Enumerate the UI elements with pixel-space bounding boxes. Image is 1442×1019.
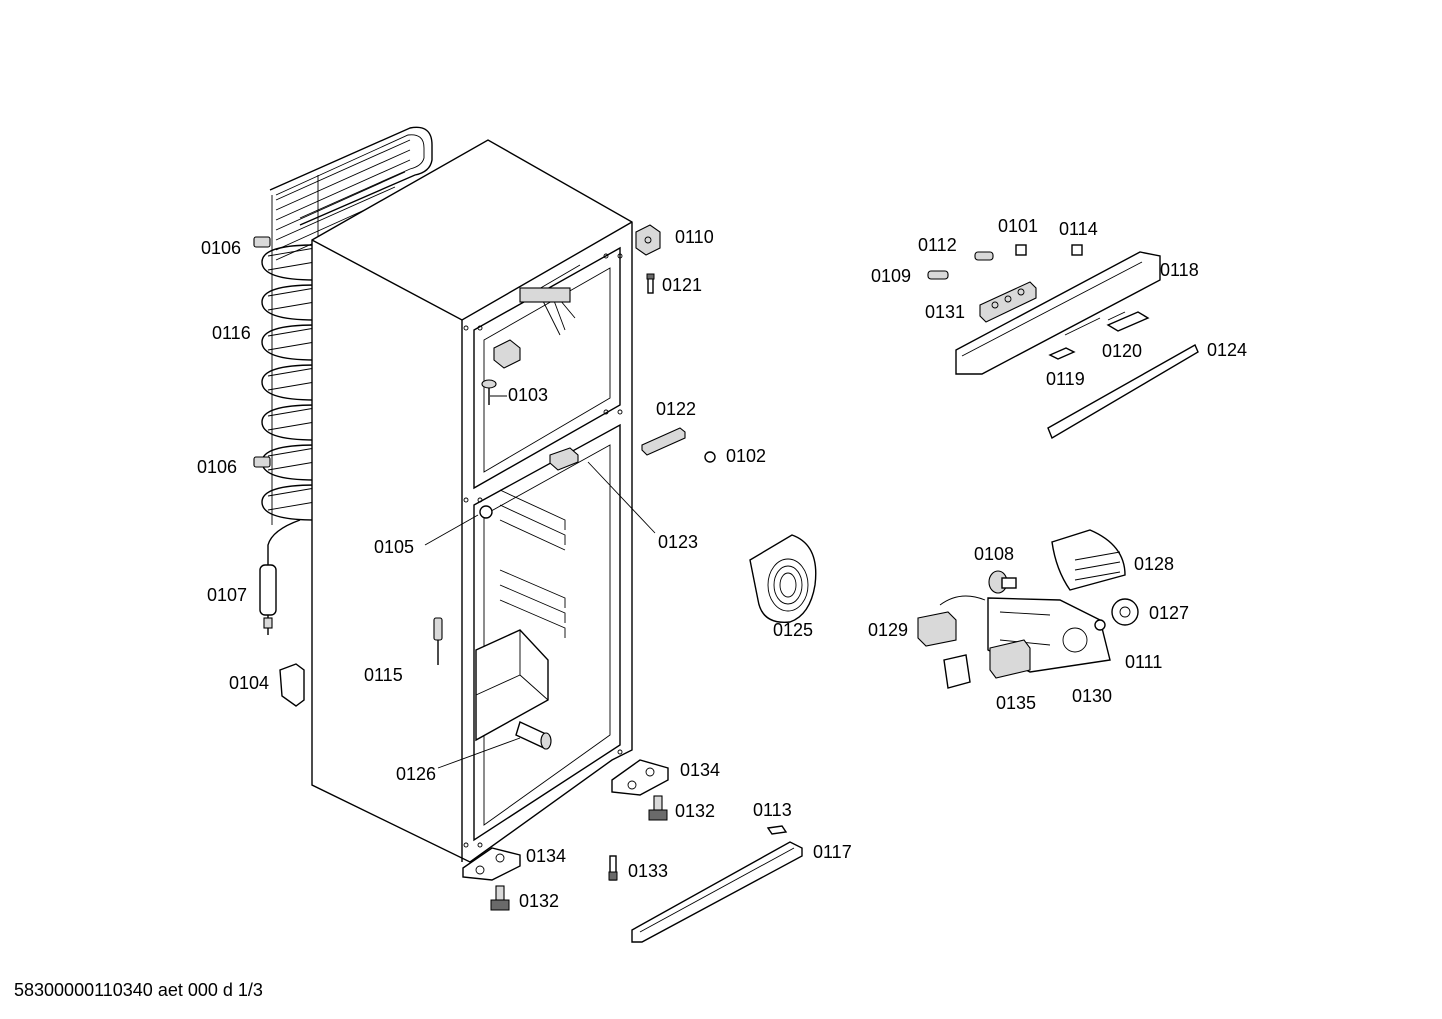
lamp-0108 xyxy=(988,570,1017,594)
part-label-0114: 0114 xyxy=(1059,219,1098,239)
part-label-0104: 0104 xyxy=(229,673,270,693)
fan-cover-0125 xyxy=(749,534,817,624)
part-label-0119: 0119 xyxy=(1046,369,1085,389)
part-label-0128: 0128 xyxy=(1134,554,1175,574)
label-0120 xyxy=(1106,311,1150,332)
part-label-0102: 0102 xyxy=(726,446,767,466)
switch-0101 xyxy=(1015,244,1027,256)
dryer-filter xyxy=(259,564,277,635)
knob-0112 xyxy=(974,251,994,261)
trim-strip-0124 xyxy=(1047,344,1199,440)
pin-0133 xyxy=(608,855,618,881)
part-label-0117: 0117 xyxy=(813,842,852,862)
switch-0135 xyxy=(943,639,1031,689)
foot-0132-bottom xyxy=(490,885,510,911)
part-label-0130: 0130 xyxy=(1072,686,1113,706)
lamp-holder-0123 xyxy=(549,447,579,471)
lamp-0114 xyxy=(1071,244,1083,256)
part-label-0132-right: 0132 xyxy=(675,801,716,821)
part-label-0124: 0124 xyxy=(1207,340,1248,360)
part-label-0107: 0107 xyxy=(207,585,248,605)
condenser-coil xyxy=(253,126,433,565)
part-label-0120: 0120 xyxy=(1102,341,1143,361)
part-label-0106-top: 0106 xyxy=(201,238,242,258)
cap-0102 xyxy=(704,451,716,463)
part-label-0125: 0125 xyxy=(773,620,814,640)
part-label-0134-bottom: 0134 xyxy=(526,846,567,866)
part-label-0111: 0111 xyxy=(1125,652,1163,672)
fan-housing-0128 xyxy=(1051,529,1126,591)
part-label-0129: 0129 xyxy=(868,620,909,640)
part-label-0115: 0115 xyxy=(364,665,403,685)
plate-0122 xyxy=(641,427,686,456)
part-label-0123: 0123 xyxy=(658,532,699,552)
part-label-0112: 0112 xyxy=(918,235,957,255)
part-label-0101: 0101 xyxy=(998,216,1039,236)
wiring-0129 xyxy=(917,595,986,647)
drain-0126 xyxy=(515,721,552,750)
hinge-0110 xyxy=(635,224,661,256)
foot-0132-right xyxy=(648,795,668,821)
leader-lines xyxy=(424,395,656,769)
clip-0111 xyxy=(1094,619,1106,631)
thermometer-0115 xyxy=(433,617,443,665)
part-label-0121: 0121 xyxy=(662,275,703,295)
part-label-0109: 0109 xyxy=(871,266,912,286)
part-label-0113: 0113 xyxy=(753,800,792,820)
knob-0109 xyxy=(927,270,949,280)
part-label-0127: 0127 xyxy=(1149,603,1190,623)
label-0119 xyxy=(1048,347,1076,360)
part-label-0108: 0108 xyxy=(974,544,1015,564)
fan-impeller-0127 xyxy=(1111,598,1139,626)
cabinet xyxy=(311,139,633,863)
part-label-0133: 0133 xyxy=(628,861,669,881)
hinge-0134-right xyxy=(611,759,669,796)
part-label-0103: 0103 xyxy=(508,385,549,405)
document-footer: 58300000110340 aet 000 d 1/3 xyxy=(14,980,263,1000)
part-label-0134-right: 0134 xyxy=(680,760,721,780)
plug-0105 xyxy=(479,505,493,519)
bracket-0103 xyxy=(481,379,497,405)
part-label-0135: 0135 xyxy=(996,693,1037,713)
part-label-0122: 0122 xyxy=(656,399,697,419)
plinth-0117 xyxy=(631,841,803,943)
part-label-0118: 0118 xyxy=(1160,260,1199,280)
hinge-0134-bottom xyxy=(462,847,521,881)
part-label-0131: 0131 xyxy=(925,302,966,322)
thermostat-board-0131 xyxy=(979,281,1037,323)
part-label-0110: 0110 xyxy=(675,227,714,247)
cover-0104 xyxy=(279,663,305,707)
part-label-0116: 0116 xyxy=(212,323,251,343)
screw-0121 xyxy=(646,273,655,294)
part-label-0126: 0126 xyxy=(396,764,437,784)
part-label-0105: 0105 xyxy=(374,537,415,557)
part-label-0132-bottom: 0132 xyxy=(519,891,560,911)
part-label-0106-bottom: 0106 xyxy=(197,457,238,477)
hinge-inner xyxy=(493,339,521,369)
clip-0113 xyxy=(766,825,788,835)
control-panel-0118 xyxy=(955,251,1161,375)
